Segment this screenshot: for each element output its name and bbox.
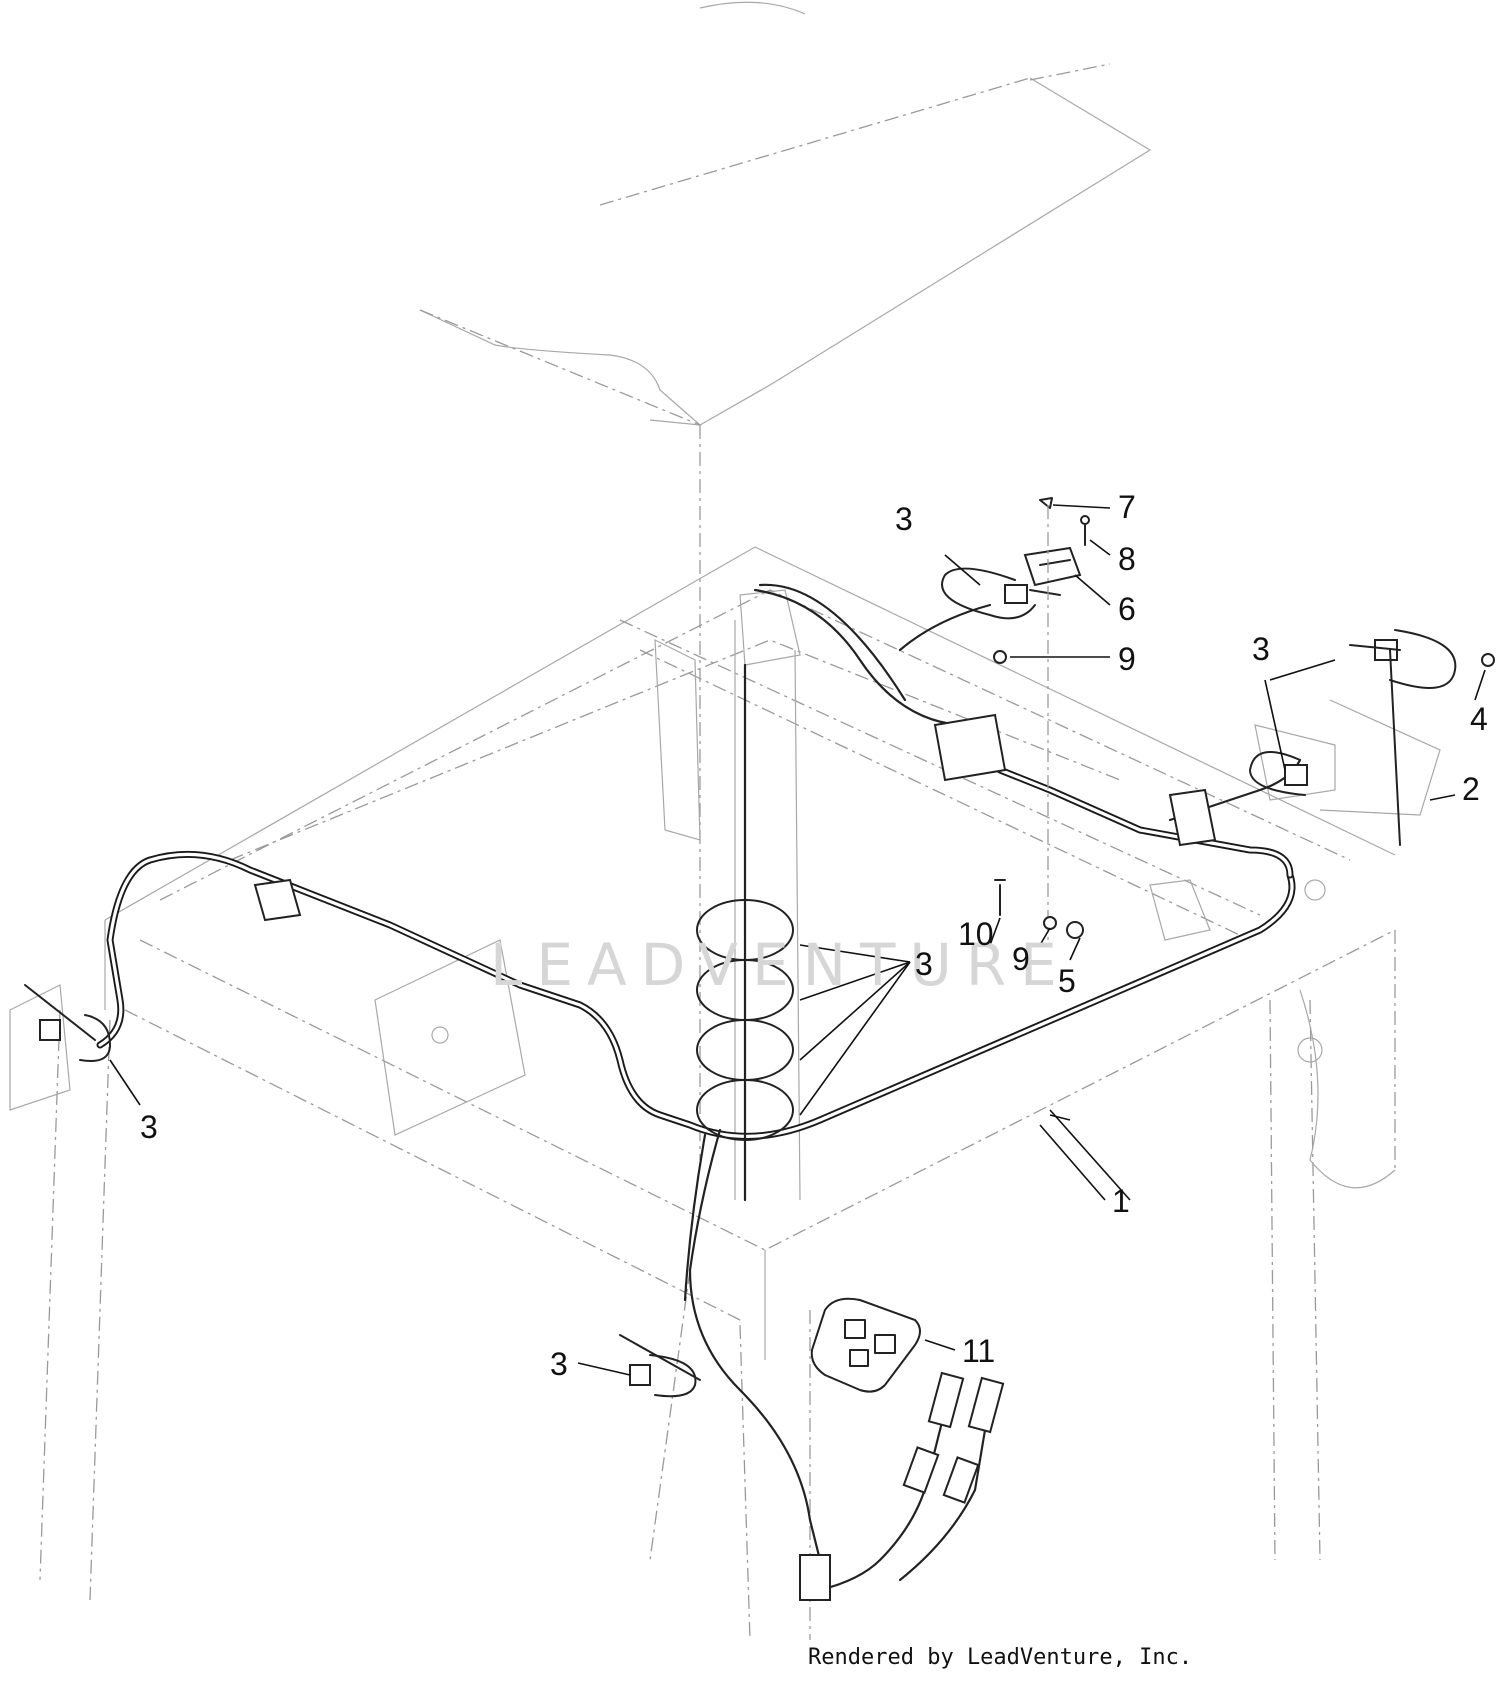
callouts: 7 8 6 9 4 2 3 3 10 9 5 3 3 1 3 11 bbox=[140, 489, 1488, 1382]
callout-4: 4 bbox=[1470, 701, 1488, 737]
callout-5: 5 bbox=[1058, 963, 1076, 999]
cable-tie-right bbox=[1249, 629, 1457, 846]
watermark-text: LEADVENTURE bbox=[490, 931, 1071, 999]
cable-tie-left bbox=[24, 984, 111, 1062]
lower-connectors bbox=[799, 1371, 1005, 1601]
ghost-frame bbox=[9, 1, 1441, 1641]
callout-3-bottom: 3 bbox=[550, 1346, 568, 1382]
callout-9-bottom: 9 bbox=[1012, 941, 1030, 977]
spiral-ties bbox=[696, 899, 794, 1141]
callout-3-top: 3 bbox=[895, 501, 913, 537]
callout-2: 2 bbox=[1462, 771, 1480, 807]
callout-6: 6 bbox=[1118, 591, 1136, 627]
callout-8: 8 bbox=[1118, 541, 1136, 577]
callout-3-left: 3 bbox=[140, 1109, 158, 1145]
cable-tie-top bbox=[941, 567, 1061, 620]
cable-tie-bottom bbox=[619, 1334, 701, 1398]
callout-7: 7 bbox=[1118, 489, 1136, 525]
leader-lines bbox=[109, 504, 1486, 1376]
fuse-block bbox=[810, 1297, 921, 1393]
footer-credit: Rendered by LeadVenture, Inc. bbox=[808, 1645, 1192, 1670]
callout-11: 11 bbox=[962, 1333, 995, 1369]
hardware bbox=[253, 497, 1495, 940]
callout-10: 10 bbox=[958, 916, 994, 952]
callout-3-right: 3 bbox=[1252, 631, 1270, 667]
callout-3-spiral: 3 bbox=[915, 946, 933, 982]
callout-9-top: 9 bbox=[1118, 641, 1136, 677]
callout-1: 1 bbox=[1112, 1183, 1130, 1219]
